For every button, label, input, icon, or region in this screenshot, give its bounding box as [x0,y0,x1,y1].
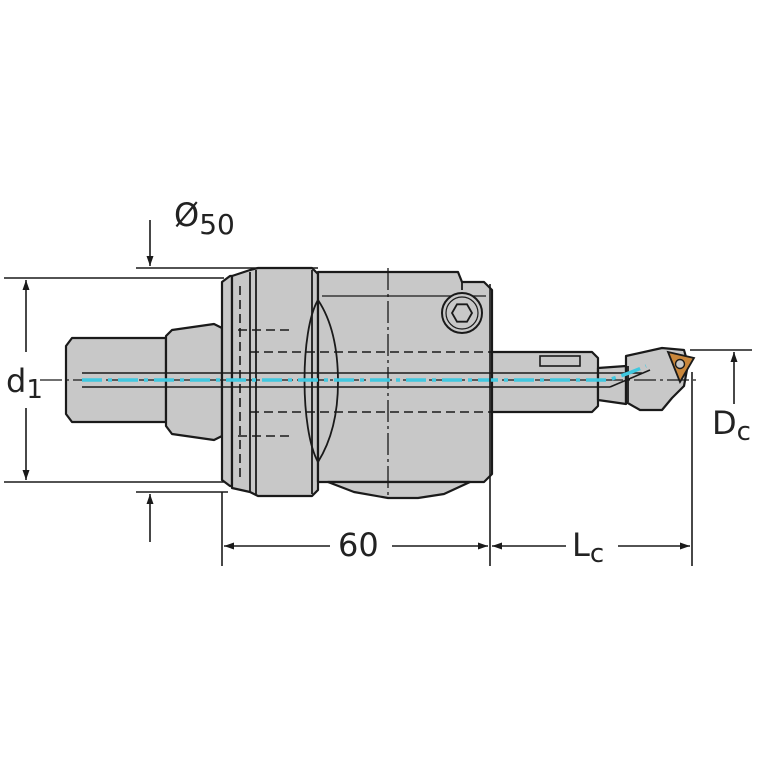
hidden-lines [238,286,492,478]
cutting-insert [666,350,696,385]
dimension-60 [221,284,491,566]
dimension-d1 [4,277,224,483]
dc-label: Dc [712,404,751,447]
bottom-saddle [326,480,472,500]
dimension-dc [690,349,752,404]
dimension-lc [492,372,693,566]
lc-label: Lc [572,526,604,569]
tool-body [64,266,690,500]
dimension-60-label: 60 [338,526,379,564]
hex-socket-screw [441,292,483,334]
boring-bar [490,350,600,414]
diameter-50-label: Ø50 [174,196,235,241]
dimension-diameter-50 [136,220,318,542]
coolant-channel [82,364,651,388]
neck [596,364,628,406]
taper [164,322,224,442]
d1-label: d1 [6,362,43,405]
